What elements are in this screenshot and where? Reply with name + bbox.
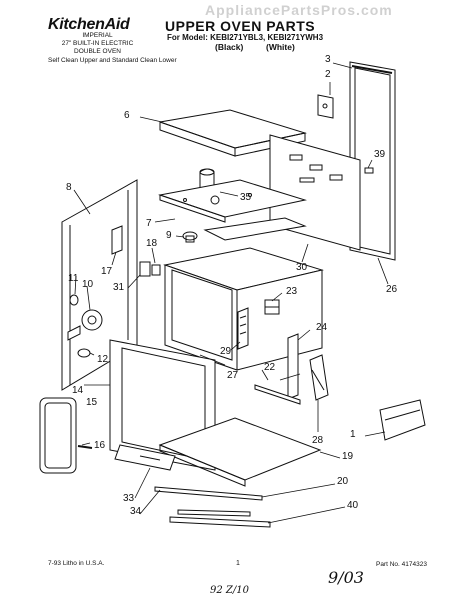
callout-11: 11 <box>68 273 79 284</box>
subtitle-line-1: IMPERIAL <box>82 32 113 39</box>
callout-3: 3 <box>325 54 331 65</box>
part-31-switch <box>139 261 161 277</box>
callout-35: 35 <box>240 192 252 203</box>
callout-28: 28 <box>312 435 324 446</box>
watermark-text: AppliancePartsPros.com <box>205 2 393 18</box>
color-white-label: (White) <box>266 42 295 52</box>
part-17-bracket <box>111 225 123 255</box>
part-29-element <box>237 307 249 350</box>
part-33-trim <box>114 444 176 471</box>
callout-39: 39 <box>374 149 386 160</box>
color-black-label: (Black) <box>215 42 244 52</box>
callout-8: 8 <box>66 182 72 193</box>
subtitle-line-2: 27" BUILT-IN ELECTRIC <box>61 40 134 47</box>
part-22-rail <box>254 384 301 405</box>
callout-6: 6 <box>124 110 130 121</box>
callout-2: 2 <box>325 69 331 80</box>
part-19-bottom-plate <box>158 417 322 487</box>
part-1-component <box>379 399 426 441</box>
oven-cavity <box>163 247 324 371</box>
rear-wall <box>269 134 361 251</box>
footer-part-number: Part No. 4174323 <box>376 561 427 568</box>
part-12-lamp <box>77 348 91 358</box>
part-28-latch <box>309 354 329 401</box>
callout-40: 40 <box>347 500 359 511</box>
callout-7: 7 <box>146 218 152 229</box>
callout-14: 14 <box>72 385 84 396</box>
callout-26: 26 <box>386 284 398 295</box>
callout-27: 27 <box>227 370 239 381</box>
callout-9: 9 <box>166 230 172 241</box>
callout-20: 20 <box>337 476 349 487</box>
part-39-fastener <box>364 167 374 174</box>
description-text: Self Clean Upper and Standard Clean Lowe… <box>48 57 177 64</box>
footer-page-number: 1 <box>236 560 240 567</box>
callout-31: 31 <box>113 282 125 293</box>
callout-12: 12 <box>97 354 109 365</box>
part-34-rail <box>154 486 263 501</box>
page-title: UPPER OVEN PARTS <box>165 18 316 34</box>
part-24-bracket <box>287 333 299 400</box>
callout-19: 19 <box>342 451 354 462</box>
part-10-fan <box>67 309 103 341</box>
callout-16: 16 <box>94 440 106 451</box>
handwritten-note: 9/03 <box>328 568 364 587</box>
callout-30: 30 <box>296 262 308 273</box>
callout-18: 18 <box>146 238 158 249</box>
footer-litho: 7-93 Litho in U.S.A. <box>48 560 105 567</box>
subtitle-line-3: DOUBLE OVEN <box>74 48 121 55</box>
part-16-clip <box>77 445 93 449</box>
callout-numbers: 3 2 6 39 8 35 7 9 18 17 31 30 26 11 10 2… <box>66 54 398 517</box>
callout-15: 15 <box>86 397 98 408</box>
brand-logo-text: KitchenAid <box>48 16 130 33</box>
part-15-gasket <box>39 397 77 474</box>
handwritten-note-2: 92 Z/10 <box>210 585 249 596</box>
callout-33: 33 <box>123 493 135 504</box>
model-line: For Model: KEBI271YBL3, KEBI271YWH3 <box>167 33 324 42</box>
part-9-sensor <box>182 231 198 243</box>
callout-17: 17 <box>101 266 113 277</box>
part-2-bracket <box>317 94 334 119</box>
callout-34: 34 <box>130 506 142 517</box>
callout-24: 24 <box>316 322 328 333</box>
part-20-rail <box>177 509 251 517</box>
callout-22: 22 <box>264 362 276 373</box>
part-23-bracket <box>264 299 280 315</box>
part-18-plate <box>203 217 307 241</box>
part-40-rail <box>169 516 271 528</box>
part-7-top-plate <box>158 179 307 223</box>
callout-29: 29 <box>220 346 232 357</box>
leader-lines <box>73 62 389 524</box>
callout-10: 10 <box>82 279 94 290</box>
callout-1: 1 <box>350 429 356 440</box>
callout-23: 23 <box>286 286 298 297</box>
part-11-button <box>69 294 79 306</box>
